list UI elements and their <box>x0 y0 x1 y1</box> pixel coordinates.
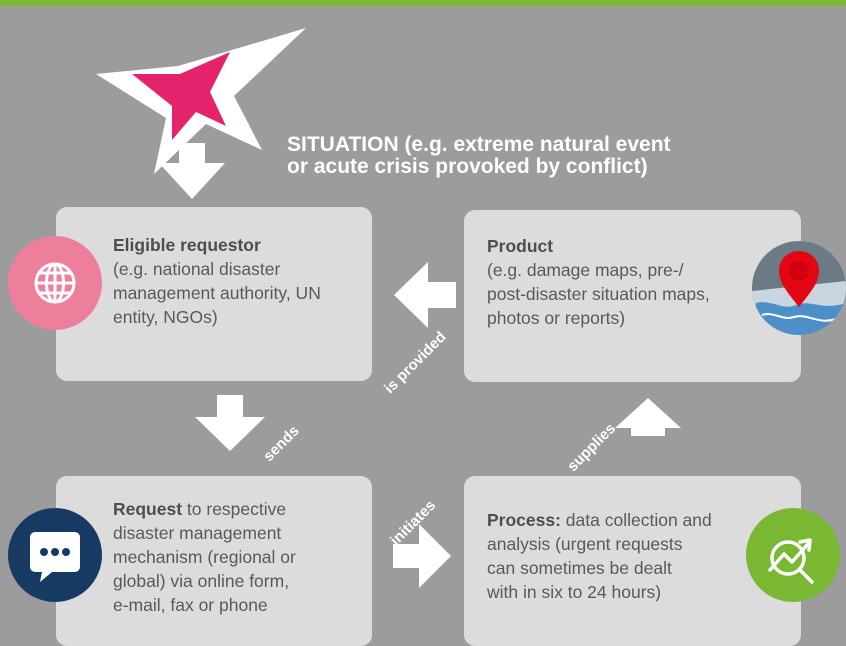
label-supplies: supplies <box>564 419 620 476</box>
globe-icon <box>8 236 102 330</box>
situation-line-2: or acute crisis provoked by conflict) <box>287 155 648 178</box>
request-line: mechanism (regional or <box>113 547 296 567</box>
request-line: global) via online form, <box>113 571 290 591</box>
situation-heading: SITUATION (e.g. extreme natural event or… <box>287 134 807 178</box>
requestor-text: Eligible requestor (e.g. national disast… <box>113 233 368 329</box>
process-line: can sometimes be dealt <box>487 558 672 578</box>
requestor-line: (e.g. national disaster <box>113 259 281 279</box>
request-box <box>56 476 372 646</box>
process-text: Process: data collection and analysis (u… <box>487 508 747 604</box>
process-box <box>464 476 801 646</box>
product-line: post-disaster situation maps, <box>487 284 710 304</box>
request-line: disaster management <box>113 523 282 543</box>
requestor-line: management authority, UN <box>113 283 321 303</box>
process-line: analysis (urgent requests <box>487 534 683 554</box>
request-line: e-mail, fax or phone <box>113 595 268 615</box>
arrow-left-is-provided <box>394 262 456 328</box>
product-line: photos or reports) <box>487 308 626 328</box>
label-is-provided: is provided <box>381 328 450 398</box>
map-pin-icon <box>752 241 846 335</box>
product-text: Product (e.g. damage maps, pre-/ post-di… <box>487 234 757 330</box>
requestor-box <box>56 207 372 381</box>
arrow-right-initiates <box>393 524 451 588</box>
chat-bubble-icon <box>8 508 102 602</box>
arrow-situation-to-requestor <box>159 143 225 199</box>
product-title: Product <box>487 236 554 256</box>
arrow-down-sends <box>195 395 265 451</box>
requestor-title: Eligible requestor <box>113 235 261 255</box>
requestor-line: entity, NGOs) <box>113 307 218 327</box>
star-burst-icon <box>92 26 308 176</box>
process-first-line: data collection and <box>560 510 712 530</box>
process-line: with in six to 24 hours) <box>487 582 662 602</box>
situation-line-1: SITUATION (e.g. extreme natural event <box>287 133 671 156</box>
request-text: Request to respective disaster managemen… <box>113 497 353 617</box>
product-box <box>464 210 801 382</box>
product-line: (e.g. damage maps, pre-/ <box>487 260 684 280</box>
arrow-up-supplies <box>615 398 681 436</box>
process-title: Process: <box>487 510 561 530</box>
request-title: Request <box>113 499 183 519</box>
top-accent-bar <box>0 0 846 6</box>
label-sends: sends <box>260 422 303 466</box>
request-first-line: to respective <box>182 499 287 519</box>
analytics-search-icon <box>746 508 840 602</box>
